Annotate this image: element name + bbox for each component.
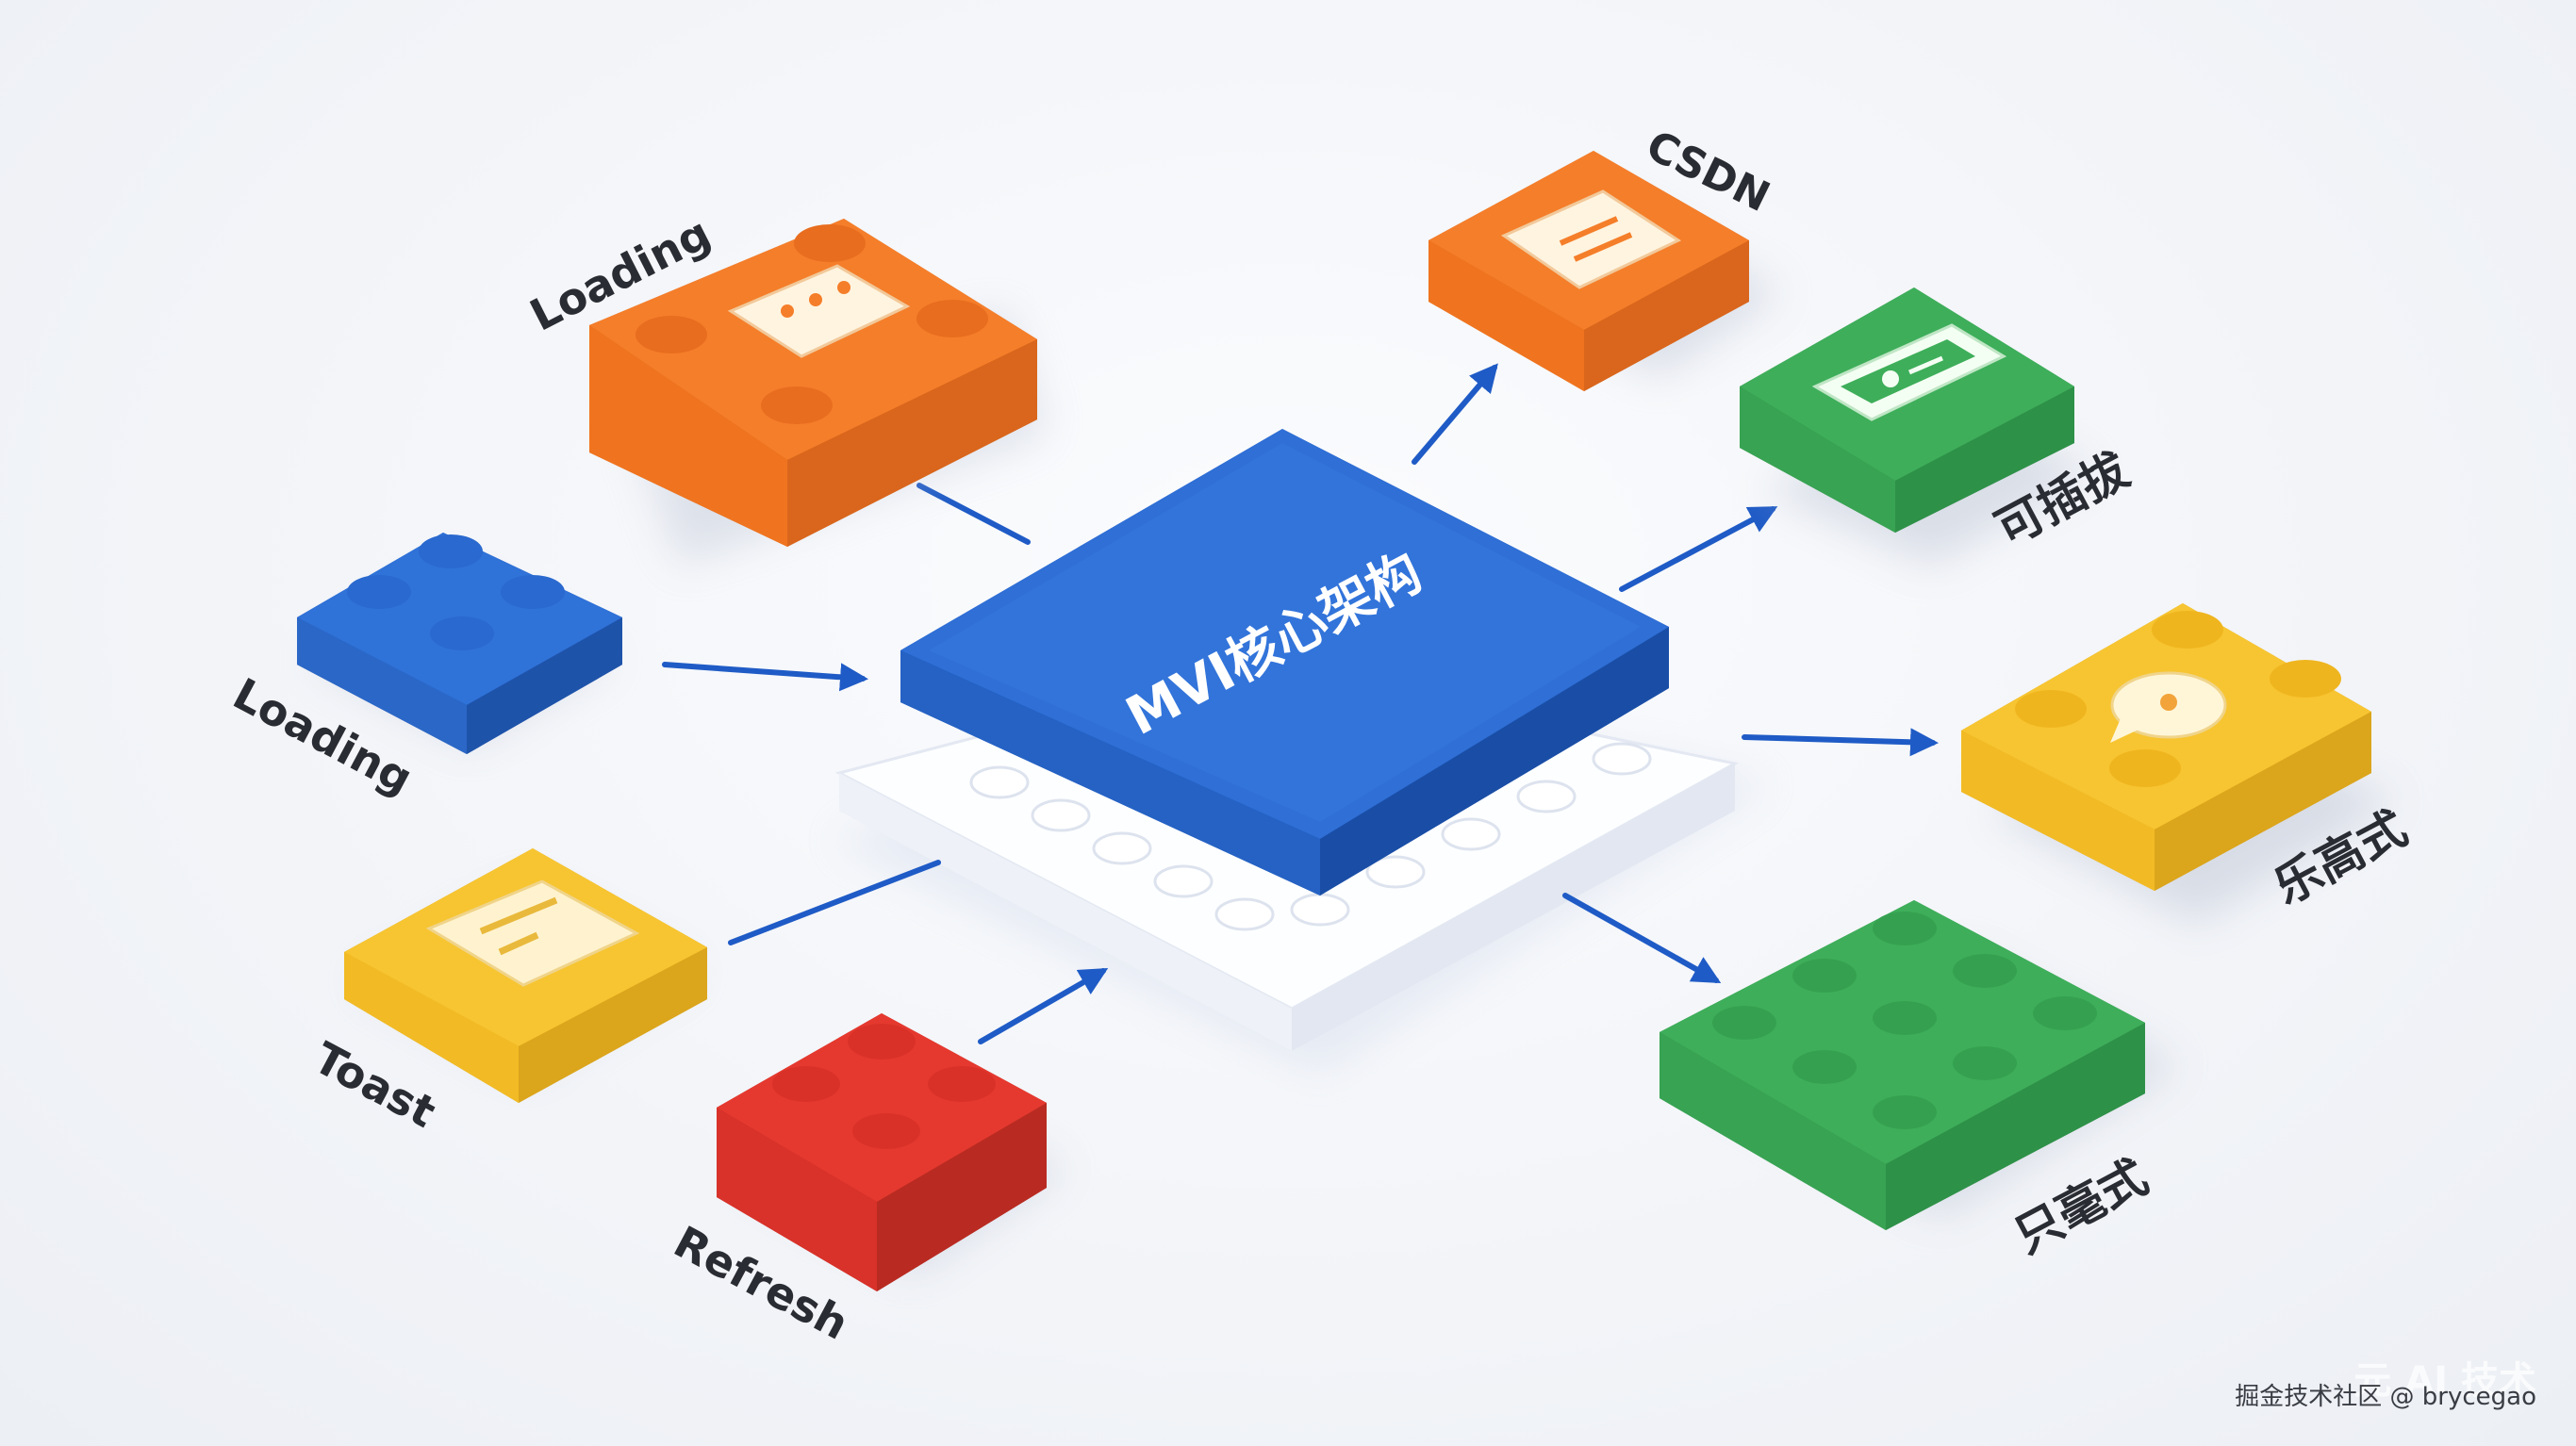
block-csdn: CSDN [1428,122,1782,391]
label-cheap: 只毫式 [2006,1149,2156,1264]
arrow-to-cheap [1562,893,1722,983]
label-toast: Toast [305,1032,444,1138]
arrow-to-pluggable [1619,506,1778,592]
block-lego: 乐高式 [1961,603,2416,924]
block-cheap: 只毫式 [1660,900,2178,1264]
chat-bubble-icon [2110,671,2227,743]
block-toast: Toast [305,848,707,1138]
core-studs [969,742,1652,931]
arrow-from-loading-top [916,483,1031,545]
arrow-from-toast [728,860,941,945]
watermark-overlay: 元 AI 技术 [2353,1359,2536,1403]
block-loading-left: Loading [225,533,622,804]
dots-chat-icon [727,264,911,358]
arrow-to-csdn [1412,363,1498,465]
core-chip: MVI核心架构 [900,429,1669,896]
block-pluggable: 可插拔 [1740,288,2138,566]
card-icon [1811,323,2007,421]
arrow-from-refresh [978,968,1109,1044]
arrow-from-loading-left [662,662,868,692]
watermark-credit: 掘金技术社区 @ brycegao [2235,1383,2536,1411]
block-refresh: Refresh [666,1013,1065,1350]
arrow-to-lego [1742,728,1939,757]
toast-card-icon [425,879,640,987]
watermark: 元 AI 技术 掘金技术社区 @ brycegao [2235,1359,2536,1411]
stud [794,224,866,262]
document-icon [1500,189,1682,289]
arrows [662,363,1939,1044]
